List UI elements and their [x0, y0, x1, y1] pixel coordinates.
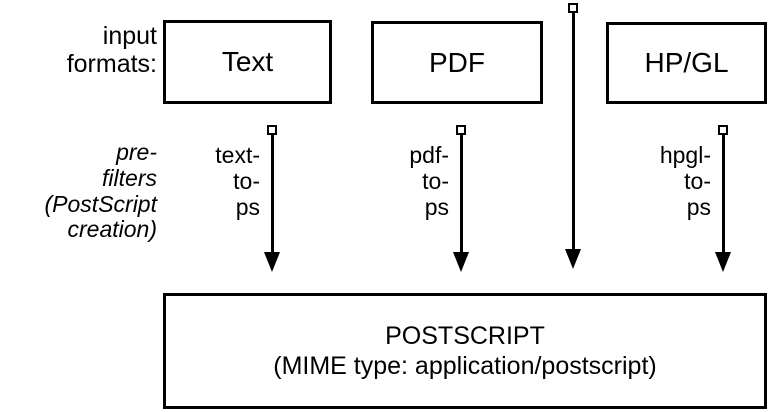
flow-arrow-pdf-to-ps [453, 125, 469, 272]
filter-label-hpgl-to-ps: hpgl- to- ps [594, 142, 711, 221]
row-label-prefilters-line4: creation) [67, 216, 157, 243]
row-label-prefilters-line3: (PostScript [44, 190, 157, 217]
arrow-shaft [721, 134, 725, 252]
input-format-box-pdf: PDF [371, 21, 543, 104]
row-label-prefilters-line2: filters [102, 164, 157, 191]
filter-label-pdf-to-ps-line2: to- [422, 168, 449, 195]
arrow-shaft [270, 134, 274, 252]
flow-arrow-hpgl-to-ps [715, 125, 731, 272]
input-format-label-text: Text [221, 46, 274, 77]
arrow-shaft [571, 12, 575, 249]
arrow-head-icon [264, 252, 280, 272]
output-box-title: POSTSCRIPT [385, 321, 545, 350]
flow-arrow-text-to-ps [264, 125, 280, 272]
arrow-head-icon [453, 252, 469, 272]
row-label-input-formats: input formats: [0, 22, 157, 78]
input-format-label-pdf: PDF [429, 46, 485, 78]
input-format-box-hpgl: HP/GL [606, 22, 767, 104]
flow-arrow-direct-postscript-input [565, 3, 581, 269]
row-label-prefilters: pre- filters (PostScript creation) [0, 139, 157, 243]
arrow-head-icon [565, 249, 581, 269]
filter-label-pdf-to-ps-line3: ps [424, 194, 449, 221]
input-format-box-text: Text [163, 20, 332, 104]
filter-label-text-to-ps-line1: text- [215, 142, 260, 168]
arrow-head-icon [715, 252, 731, 272]
filter-label-hpgl-to-ps-line1: hpgl- [659, 142, 711, 168]
filter-label-hpgl-to-ps-line3: ps [686, 194, 711, 221]
filter-label-pdf-to-ps: pdf- to- ps [344, 142, 449, 221]
output-box-postscript: POSTSCRIPT (MIME type: application/posts… [163, 293, 767, 409]
row-label-input-formats-line2: formats: [66, 50, 157, 78]
arrow-shaft [459, 134, 463, 252]
filter-label-text-to-ps: text- to- ps [155, 142, 260, 221]
filter-label-hpgl-to-ps-line2: to- [684, 168, 711, 195]
row-label-prefilters-line1: pre- [116, 139, 157, 165]
filter-label-text-to-ps-line3: ps [235, 194, 260, 221]
filter-label-pdf-to-ps-line1: pdf- [409, 142, 449, 168]
row-label-input-formats-line1: input [102, 22, 157, 50]
filter-label-text-to-ps-line2: to- [233, 168, 260, 195]
input-format-label-hpgl: HP/GL [644, 47, 729, 78]
output-box-mime-type: (MIME type: application/postscript) [273, 352, 657, 380]
